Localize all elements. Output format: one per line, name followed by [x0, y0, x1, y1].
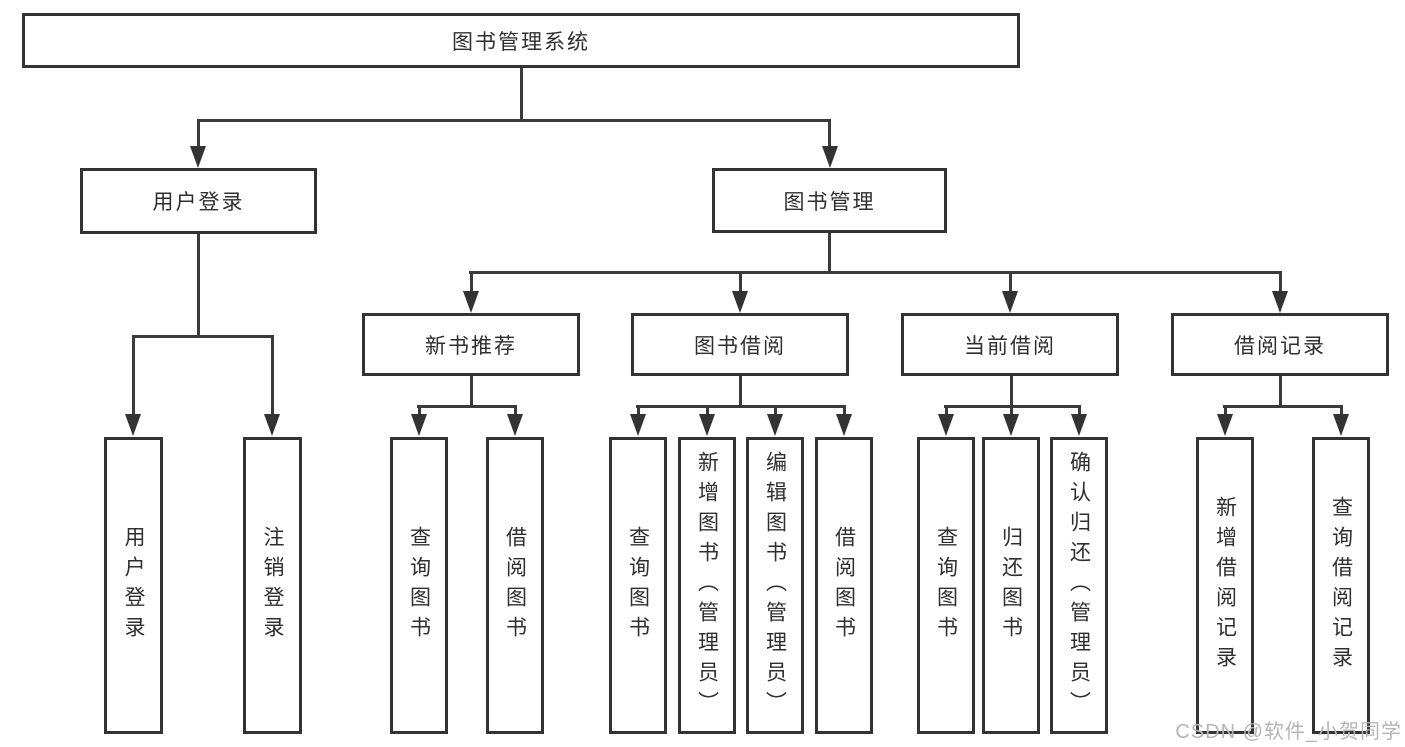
node-user-login: 用户登录	[80, 168, 317, 234]
arrow-down-icon	[699, 414, 715, 436]
connector-line	[520, 68, 523, 119]
arrow-down-icon	[1003, 414, 1019, 436]
arrow-down-icon	[264, 414, 280, 436]
connector-line	[197, 234, 200, 335]
connector-line	[637, 405, 640, 417]
arrow-down-icon	[767, 414, 783, 436]
connector-line	[1279, 274, 1282, 294]
connector-line	[706, 405, 709, 417]
leaf-borrow-book-recommend: 借阅图书	[486, 437, 544, 734]
connector-line	[1224, 405, 1227, 417]
connector-line	[132, 335, 274, 338]
connector-line	[1340, 405, 1343, 417]
watermark: CSDN @软件_小贺同学	[1175, 721, 1402, 743]
arrow-down-icon	[630, 414, 646, 436]
connector-line	[470, 274, 473, 294]
arrow-down-icon	[836, 414, 852, 436]
leaf-logout: 注销登录	[243, 437, 302, 734]
connector-line	[739, 274, 742, 294]
leaf-confirm-return-admin: 确认归还（管理员）	[1050, 437, 1108, 734]
arrow-down-icon	[1071, 414, 1087, 436]
connector-line	[418, 405, 421, 417]
connector-line	[197, 119, 831, 122]
leaf-query-book-borrow: 查询图书	[609, 437, 667, 734]
leaf-query-book-recommend: 查询图书	[390, 437, 448, 734]
node-new-book-recommend: 新书推荐	[362, 313, 580, 376]
arrow-down-icon	[1333, 414, 1349, 436]
connector-line	[1010, 405, 1013, 417]
arrow-down-icon	[1002, 291, 1018, 313]
connector-line	[514, 405, 517, 417]
connector-line	[1010, 376, 1013, 405]
arrow-down-icon	[938, 414, 954, 436]
arrow-down-icon	[822, 146, 838, 168]
connector-line	[739, 376, 742, 405]
connector-line	[945, 405, 948, 417]
arrow-down-icon	[411, 414, 427, 436]
leaf-user-login: 用户登录	[104, 437, 163, 734]
node-borrow-record: 借阅记录	[1171, 313, 1389, 376]
connector-line	[1223, 405, 1343, 408]
connector-line	[469, 271, 1282, 274]
leaf-edit-book-admin: 编辑图书（管理员）	[746, 437, 804, 734]
connector-line	[417, 405, 517, 408]
connector-line	[1009, 274, 1012, 294]
connector-line	[132, 338, 135, 418]
leaf-borrow-book: 借阅图书	[815, 437, 873, 734]
connector-line	[774, 405, 777, 417]
node-root: 图书管理系统	[22, 13, 1020, 68]
arrow-down-icon	[507, 414, 523, 436]
connector-line	[271, 338, 274, 418]
leaf-query-borrow-record: 查询借阅记录	[1312, 437, 1370, 734]
node-book-borrow: 图书借阅	[631, 313, 849, 376]
arrow-down-icon	[1217, 414, 1233, 436]
connector-line	[828, 122, 831, 148]
connector-line	[828, 233, 831, 271]
arrow-down-icon	[1272, 291, 1288, 313]
arrow-down-icon	[190, 146, 206, 168]
connector-line	[843, 405, 846, 417]
connector-line	[197, 122, 200, 148]
leaf-query-book-current: 查询图书	[917, 437, 975, 734]
arrow-down-icon	[463, 291, 479, 313]
connector-line	[1279, 376, 1282, 405]
arrow-down-icon	[125, 414, 141, 436]
connector-line	[470, 376, 473, 405]
node-current-borrow: 当前借阅	[901, 313, 1119, 376]
leaf-add-borrow-record: 新增借阅记录	[1196, 437, 1254, 734]
node-book-management: 图书管理	[712, 168, 947, 233]
connector-line	[636, 405, 845, 408]
connector-line	[1078, 405, 1081, 417]
leaf-return-book: 归还图书	[982, 437, 1040, 734]
arrow-down-icon	[732, 291, 748, 313]
leaf-add-book-admin: 新增图书（管理员）	[678, 437, 736, 734]
